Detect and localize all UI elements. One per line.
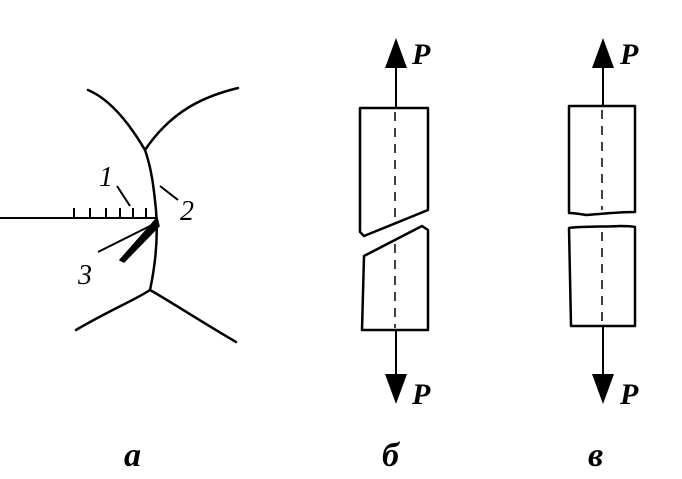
force-top-c: P — [619, 38, 639, 71]
label-3: 3 — [77, 260, 92, 291]
arrow-bottom-head-c — [592, 374, 614, 404]
force-top-b: P — [411, 38, 431, 71]
force-bottom-b: P — [411, 378, 431, 411]
specimen-upper-c — [567, 104, 637, 217]
force-bottom-c: P — [619, 378, 639, 411]
label-1: 1 — [99, 162, 113, 193]
grain-boundary-lower-right — [148, 288, 238, 344]
panel-b: P P б — [358, 38, 431, 474]
caption-a: а — [124, 437, 141, 474]
panel-c: P P в — [567, 38, 639, 474]
leader-1 — [116, 185, 131, 207]
caption-b: б — [382, 437, 401, 474]
grain-boundary-right — [143, 86, 240, 152]
crack-ticks — [73, 208, 147, 218]
caption-c: в — [588, 437, 603, 474]
arrow-bottom-head-b — [385, 374, 407, 404]
arrow-top-head-b — [385, 38, 407, 68]
arrow-top-head-c — [592, 38, 614, 68]
specimen-upper-b — [358, 106, 430, 238]
panel-a: 1 2 3 а — [0, 86, 240, 474]
label-2: 2 — [180, 196, 194, 227]
crack-wedge — [118, 216, 160, 263]
leader-3 — [97, 225, 151, 253]
specimen-lower-c — [567, 224, 637, 328]
leader-2 — [159, 185, 179, 201]
specimen-lower-b — [360, 224, 430, 332]
grain-boundary-left — [74, 88, 158, 332]
